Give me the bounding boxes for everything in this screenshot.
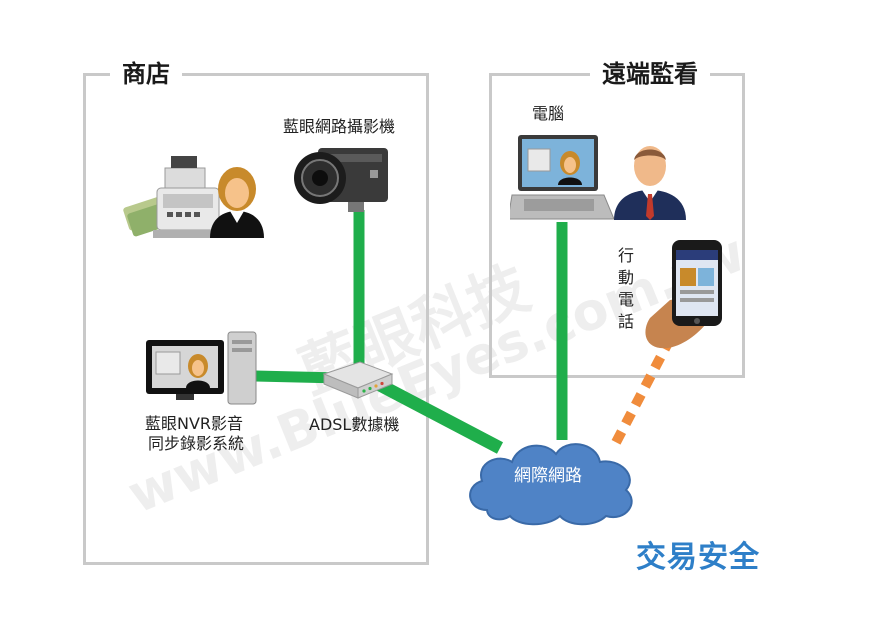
internet-cloud-icon xyxy=(469,443,633,526)
remote-title: 遠端監看 xyxy=(590,59,710,89)
nvr-label-line1: 藍眼NVR影音 xyxy=(145,414,244,433)
network-camera-icon xyxy=(294,148,388,212)
nvr-label-line2: 同步錄影系統 xyxy=(148,434,245,453)
businessman-icon xyxy=(614,146,686,220)
pc-label: 電腦 xyxy=(532,104,565,123)
smartphone-icon xyxy=(645,240,722,349)
link-modem-internet xyxy=(376,379,504,454)
store-title: 商店 xyxy=(110,59,182,89)
slogan: 交易安全 xyxy=(636,540,760,575)
mobile-label: 行 動 電 話 xyxy=(617,246,634,331)
internet-label: 網際網路 xyxy=(514,466,582,486)
store-frame xyxy=(83,73,429,565)
nvr-computer-icon xyxy=(146,331,257,405)
cashier-woman-icon xyxy=(210,167,264,238)
cash-register-icon xyxy=(123,156,223,238)
adsl-modem-icon xyxy=(322,361,394,399)
modem-label: ADSL數據機 xyxy=(309,415,400,434)
laptop-icon xyxy=(510,135,615,220)
camera-label: 藍眼網路攝影機 xyxy=(283,117,396,136)
